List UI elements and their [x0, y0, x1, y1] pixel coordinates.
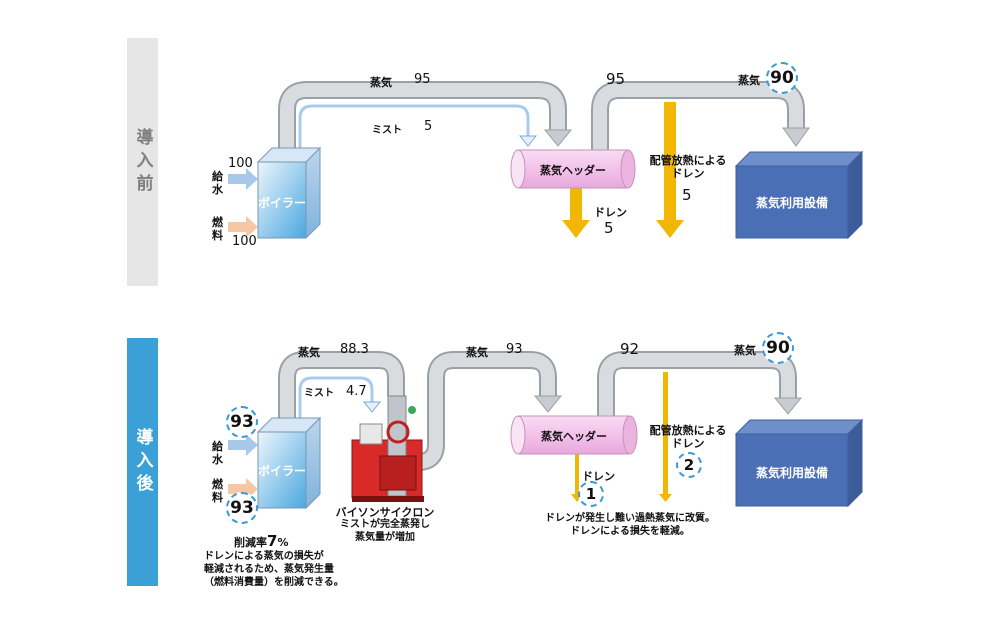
after-steam2-value: 93 — [506, 342, 523, 357]
after-steam-label: 蒸気 — [298, 346, 320, 359]
before-side-text: 導入前 — [132, 127, 153, 197]
after-reduction-label: 削減率 — [234, 536, 267, 549]
before-out-steam-label: 蒸気 — [738, 74, 760, 87]
after-boiler-label: ボイラー — [258, 464, 307, 478]
before-drain-value: 5 — [604, 219, 614, 237]
after-mist-label: ミスト — [304, 388, 334, 399]
after-equipment-label: 蒸気利用設備 — [755, 466, 828, 480]
before-steam-pipe — [278, 81, 567, 150]
after-section — [228, 351, 864, 510]
before-steam-value: 95 — [414, 72, 431, 87]
after-pipe-out-value: 92 — [620, 340, 640, 358]
after-header-label: 蒸気ヘッダー — [541, 430, 607, 443]
after-feedwater-value: 93 — [226, 406, 258, 438]
after-mist-line — [298, 376, 374, 420]
after-pipe-drain-value: 2 — [676, 452, 702, 478]
before-boiler — [256, 146, 322, 240]
before-pipe-drain-value: 5 — [682, 186, 692, 204]
before-drain-label: ドレン — [594, 206, 627, 219]
before-mist-label: ミスト — [372, 125, 402, 136]
after-fuel-label: 燃料 — [212, 478, 223, 504]
after-boiler — [256, 416, 322, 510]
before-fuel-value: 100 — [232, 234, 257, 249]
before-pipe-out-value: 95 — [606, 70, 626, 88]
after-drain-label: ドレン — [582, 470, 615, 483]
after-pipe-drain-arrow — [663, 372, 668, 494]
before-steam-arrowhead — [543, 129, 573, 147]
after-steam-value: 88.3 — [340, 342, 369, 357]
before-out-steam-value: 90 — [766, 62, 798, 94]
before-equipment — [734, 150, 864, 240]
before-feedwater-value: 100 — [228, 156, 253, 171]
before-boiler-label: ボイラー — [258, 196, 307, 210]
after-drain-note: ドレンが発生し難い過熱蒸気に改質。 ドレンによる損失を軽減。 — [545, 513, 715, 537]
before-fuel-label: 燃料 — [212, 216, 223, 242]
before-header-label: 蒸気ヘッダー — [540, 164, 606, 177]
before-feedwater-arrow — [228, 168, 258, 190]
after-fuel-value: 93 — [226, 492, 258, 524]
after-feedwater-arrow — [228, 434, 258, 456]
after-header-drain-arrow — [575, 452, 579, 494]
after-equipment — [734, 418, 864, 508]
after-side-label: 導入後 — [127, 338, 158, 586]
after-reduction-desc: ドレンによる蒸気の損失が 軽減されるため、蒸気発生量 （燃料消費量）を削減できる… — [204, 551, 344, 588]
after-reduction-value: 7 — [267, 532, 278, 550]
before-section — [228, 81, 864, 240]
before-pipe-drain-label: 配管放熱による ドレン — [649, 154, 727, 180]
before-steam-label: 蒸気 — [370, 76, 392, 89]
after-reduction: 削減率7% — [234, 532, 288, 550]
before-equipment-label: 蒸気利用設備 — [755, 196, 828, 210]
after-out-pipe — [597, 351, 797, 418]
after-drain-value: 1 — [578, 481, 604, 507]
before-header-drain-arrow — [570, 186, 582, 220]
before-fuel-arrow — [228, 216, 258, 238]
before-pipe-drain-arrow — [664, 102, 676, 220]
before-side-label: 導入前 — [127, 38, 158, 286]
before-feedwater-label: 給水 — [212, 170, 223, 196]
after-feedwater-label: 給水 — [212, 440, 223, 466]
after-mist-value: 4.7 — [346, 384, 367, 399]
after-steam2-label: 蒸気 — [466, 346, 488, 359]
after-reduction-unit: % — [277, 536, 289, 549]
before-mist-value: 5 — [424, 119, 433, 134]
after-cyclone-desc: ミストが完全蒸発し 蒸気量が増加 — [340, 519, 430, 543]
after-steam-header — [510, 415, 638, 455]
after-cyclone-device — [351, 395, 424, 502]
before-steam-header — [510, 149, 636, 189]
after-pipe-drain-label: 配管放熱による ドレン — [649, 424, 727, 450]
after-side-text: 導入後 — [132, 427, 153, 497]
before-out-pipe — [591, 81, 805, 150]
after-out-steam-label: 蒸気 — [734, 344, 756, 357]
after-out-steam-value: 90 — [762, 332, 794, 364]
after-cyclone-label: バイソンサイクロン — [335, 506, 435, 519]
before-mist-line — [298, 104, 530, 150]
